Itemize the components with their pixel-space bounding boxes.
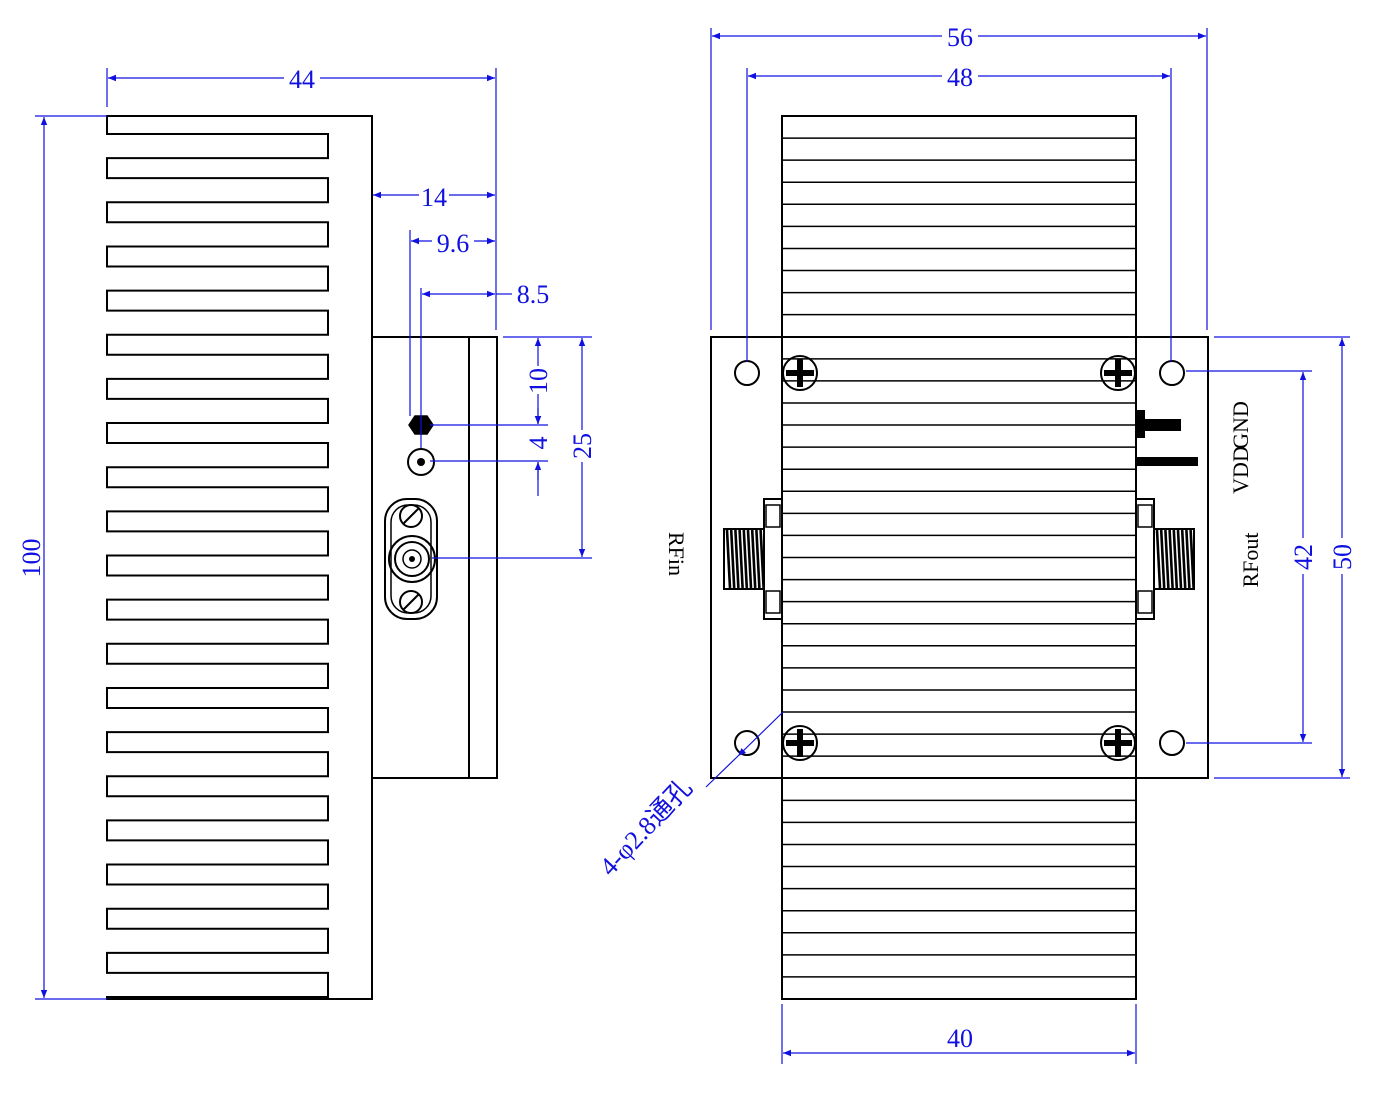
rf-in-connector-icon: [723, 498, 783, 620]
hole-callout: 4-φ2.8通孔: [594, 773, 698, 881]
mounting-hole-icon: [734, 360, 760, 386]
top-heatsink-fins: [782, 137, 1136, 978]
dim-hole-spacing-x: 48: [947, 63, 973, 92]
gnd-label: GND: [1228, 401, 1253, 449]
cross-screw-icon: [782, 355, 818, 391]
dim-connector-offset: 8.5: [517, 280, 550, 309]
gnd-pin-icon: [1137, 410, 1145, 438]
gnd-pin-lead: [1143, 419, 1181, 431]
sma-connector-side-icon: [384, 498, 438, 620]
dim-plate-width: 56: [947, 23, 973, 52]
mounting-hole-icon: [1159, 730, 1185, 756]
cross-screw-icon: [782, 725, 818, 761]
side-heatsink-outline: [106, 115, 373, 1000]
dim-terminal-offset: 9.6: [437, 229, 470, 258]
mounting-hole-icon: [734, 730, 760, 756]
dim-terminal-spacing: 4: [524, 437, 553, 450]
cross-screw-icon: [1100, 725, 1136, 761]
vdd-pin-icon: [1137, 457, 1198, 466]
rf-in-label: RFin: [664, 532, 689, 576]
rf-out-connector-icon: [1135, 498, 1195, 620]
mounting-hole-icon: [1159, 360, 1185, 386]
vdd-label: VDD: [1228, 446, 1253, 494]
dim-side-width: 44: [289, 65, 315, 94]
dim-connector-height: 25: [568, 433, 597, 459]
cross-screw-icon: [1100, 355, 1136, 391]
top-view: RFin RFout VDD GND 56 48 40 42 50: [594, 22, 1357, 1064]
dim-length: 100: [17, 539, 46, 578]
dim-hole-spacing-y: 42: [1289, 544, 1318, 570]
side-view: 44 14 9.6 8.5 10 4 25 100: [17, 62, 597, 1000]
vdd-feedthrough-icon: [407, 448, 435, 476]
dim-body-depth: 14: [421, 183, 447, 212]
dim-terminal-top: 10: [524, 368, 553, 394]
cross-screws: [782, 355, 1136, 761]
vdd-feedthrough-pin: [417, 458, 425, 466]
rf-out-label: RFout: [1238, 532, 1263, 587]
dim-heatsink-width: 40: [947, 1024, 973, 1053]
dim-plate-height: 50: [1328, 544, 1357, 570]
